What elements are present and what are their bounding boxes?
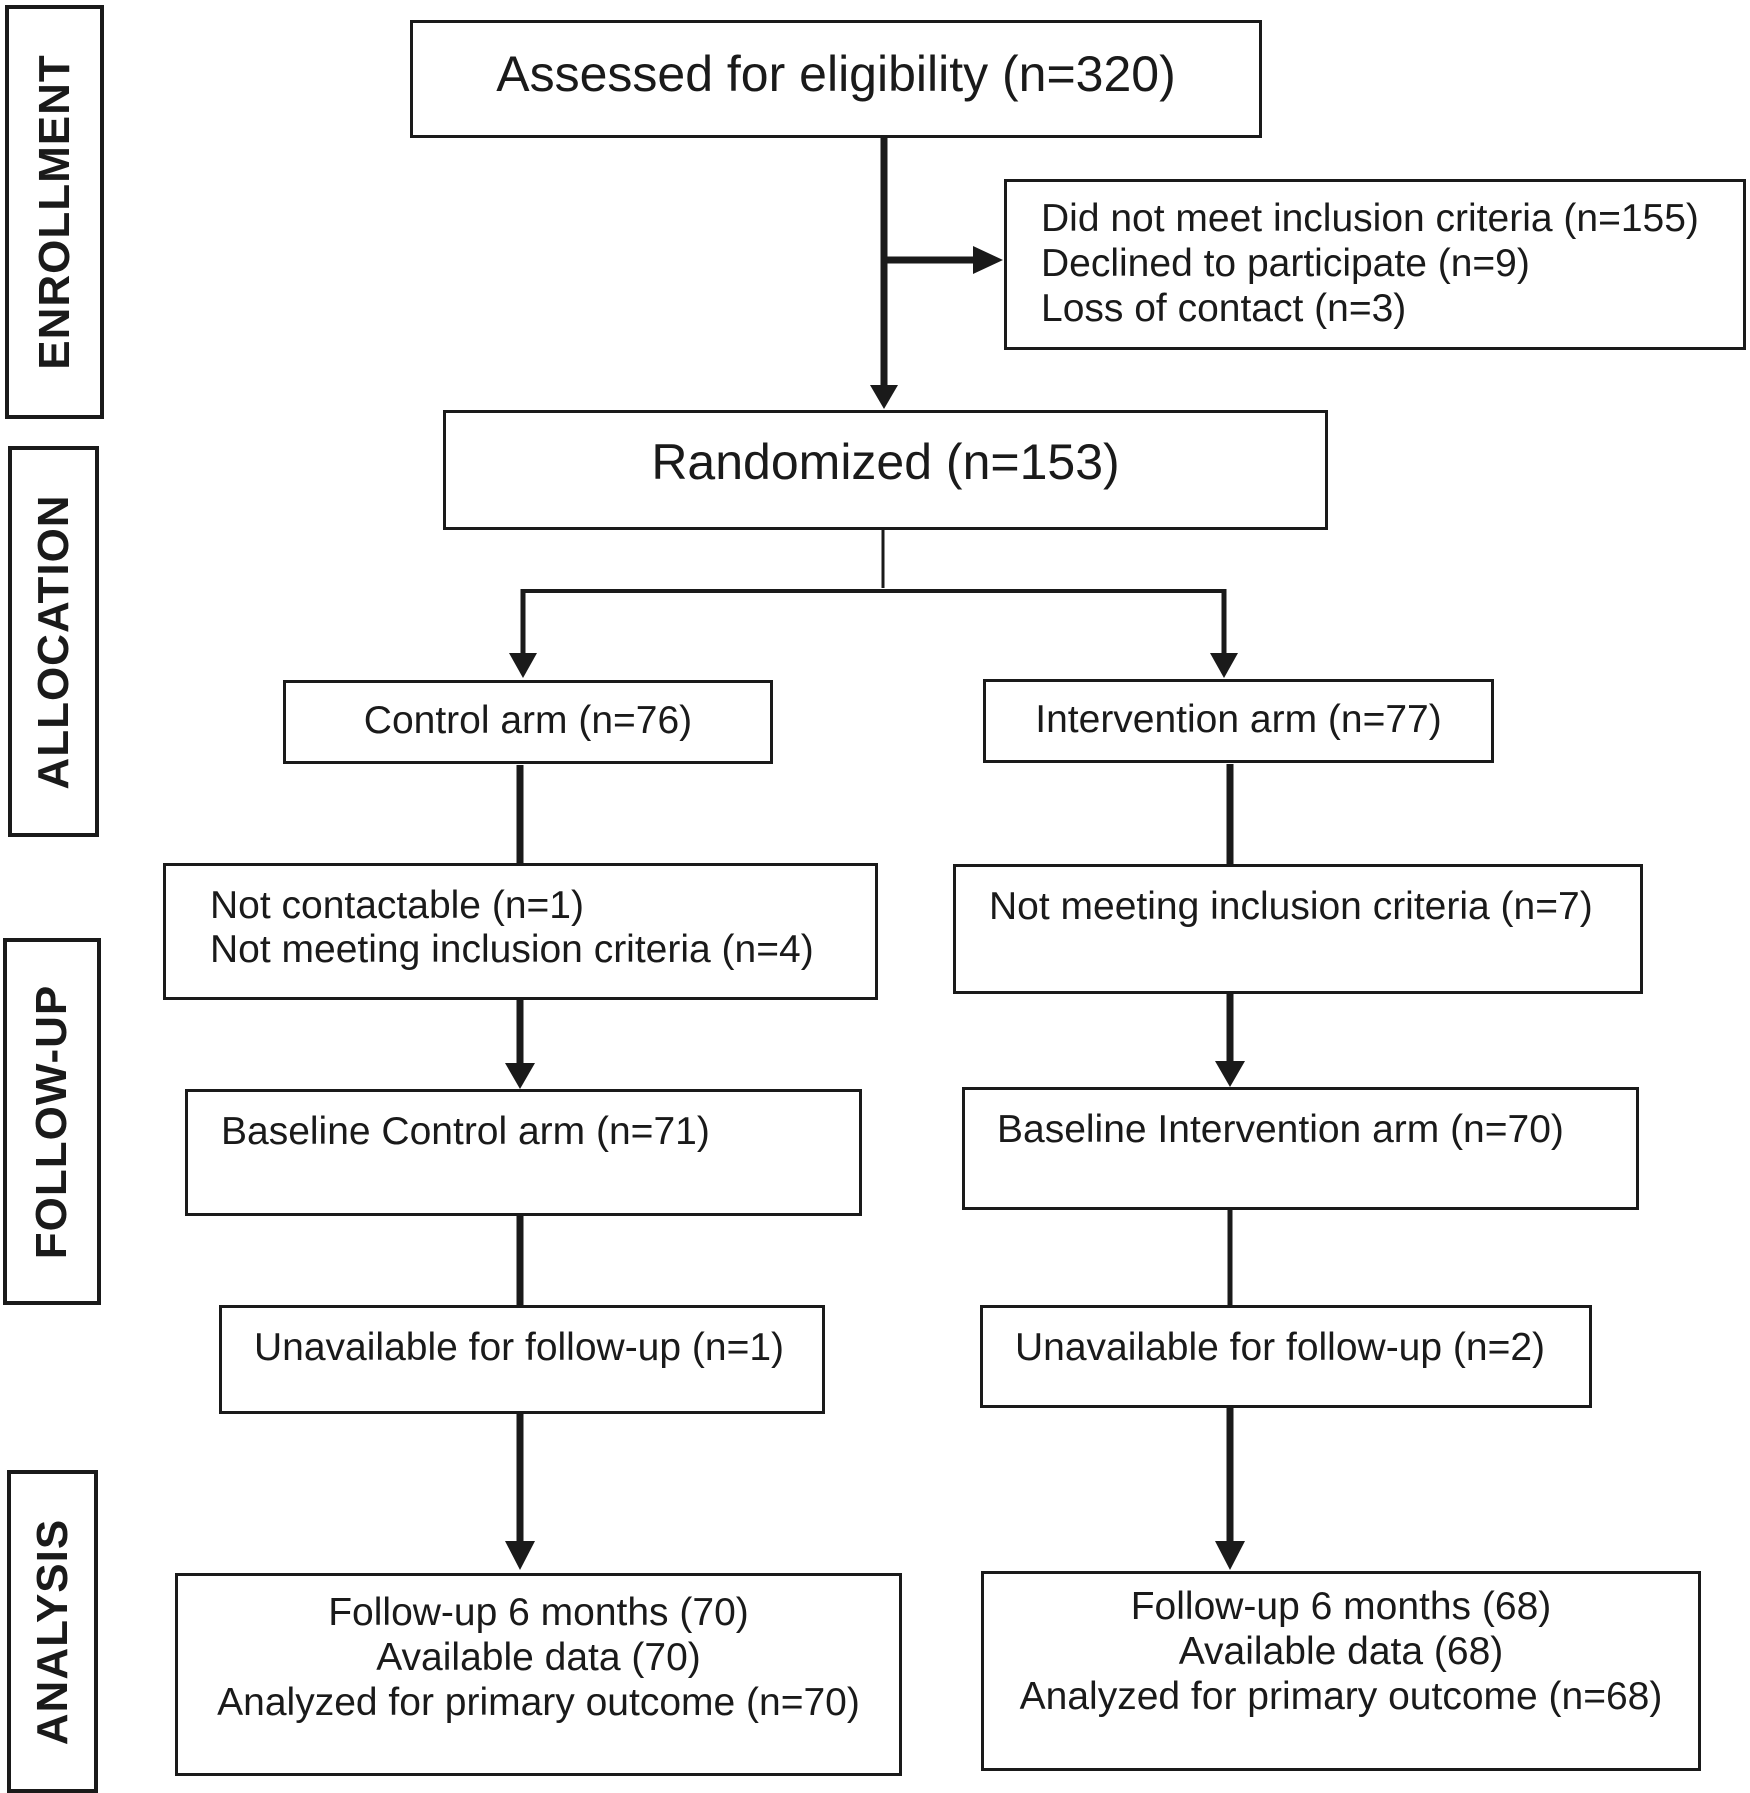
intervention-excluded-item: Not meeting inclusion criteria (n=7) <box>989 885 1593 928</box>
assessed-text: Assessed for eligibility (n=320) <box>496 46 1176 102</box>
control-baseline-text: Baseline Control arm (n=71) <box>221 1110 710 1153</box>
exclusion-item: Declined to participate (n=9) <box>1041 242 1530 285</box>
intervention-arm-box: Intervention arm (n=77) <box>983 679 1494 763</box>
stage-label-analysis: ANALYSIS <box>7 1470 98 1793</box>
stage-label-allocation-text: ALLOCATION <box>28 493 78 790</box>
randomized-text: Randomized (n=153) <box>651 434 1120 490</box>
arrowhead-control <box>509 653 537 678</box>
control-analysis-item: Follow-up 6 months (70) <box>328 1591 749 1634</box>
intervention-lost-box: Unavailable for follow-up (n=2) <box>980 1305 1592 1408</box>
intervention-lost-text: Unavailable for follow-up (n=2) <box>1015 1326 1546 1369</box>
intervention-analysis-box: Follow-up 6 months (68) Available data (… <box>981 1571 1701 1771</box>
arrowhead-exclusions <box>973 246 1003 274</box>
intervention-baseline-box: Baseline Intervention arm (n=70) <box>962 1087 1639 1210</box>
intervention-analysis-item: Available data (68) <box>1178 1630 1504 1673</box>
intervention-baseline-text: Baseline Intervention arm (n=70) <box>997 1108 1564 1151</box>
control-analysis-item: Analyzed for primary outcome (n=70) <box>217 1681 860 1724</box>
control-arm-text: Control arm (n=76) <box>363 699 693 742</box>
arrowhead-intervention-analysis <box>1215 1541 1245 1570</box>
control-excluded-item: Not contactable (n=1) <box>210 884 584 927</box>
stage-label-allocation: ALLOCATION <box>8 446 99 837</box>
arrowhead-intervention <box>1210 653 1238 678</box>
intervention-excluded-box: Not meeting inclusion criteria (n=7) <box>953 864 1643 994</box>
intervention-analysis-item: Analyzed for primary outcome (n=68) <box>1019 1675 1663 1718</box>
intervention-arm-text: Intervention arm (n=77) <box>1035 698 1442 741</box>
arrowhead-intervention-baseline <box>1215 1061 1245 1087</box>
control-excluded-box: Not contactable (n=1) Not meeting inclus… <box>163 863 878 1000</box>
stage-label-follow-up: FOLLOW-UP <box>3 938 101 1305</box>
exclusion-box: Did not meet inclusion criteria (n=155) … <box>1004 179 1746 350</box>
control-arm-box: Control arm (n=76) <box>283 680 773 764</box>
stage-label-enrollment-text: ENROLLMENT <box>29 54 79 370</box>
arrowhead-control-analysis <box>505 1541 535 1570</box>
control-lost-box: Unavailable for follow-up (n=1) <box>219 1305 825 1414</box>
control-analysis-box: Follow-up 6 months (70) Available data (… <box>175 1573 902 1776</box>
arrowhead-control-baseline <box>505 1063 535 1089</box>
stage-label-analysis-text: ANALYSIS <box>27 1518 77 1745</box>
exclusion-item: Loss of contact (n=3) <box>1041 287 1407 330</box>
randomized-box: Randomized (n=153) <box>443 410 1328 530</box>
control-analysis-item: Available data (70) <box>376 1636 701 1679</box>
stage-label-enrollment: ENROLLMENT <box>5 5 104 419</box>
arrowhead-randomized <box>870 385 898 409</box>
control-lost-text: Unavailable for follow-up (n=1) <box>254 1326 785 1369</box>
stage-label-follow-up-text: FOLLOW-UP <box>27 984 76 1259</box>
assessed-box: Assessed for eligibility (n=320) <box>410 20 1262 138</box>
control-excluded-item: Not meeting inclusion criteria (n=4) <box>210 928 814 971</box>
intervention-analysis-item: Follow-up 6 months (68) <box>1130 1585 1552 1628</box>
control-baseline-box: Baseline Control arm (n=71) <box>185 1089 862 1216</box>
exclusion-item: Did not meet inclusion criteria (n=155) <box>1041 197 1699 240</box>
